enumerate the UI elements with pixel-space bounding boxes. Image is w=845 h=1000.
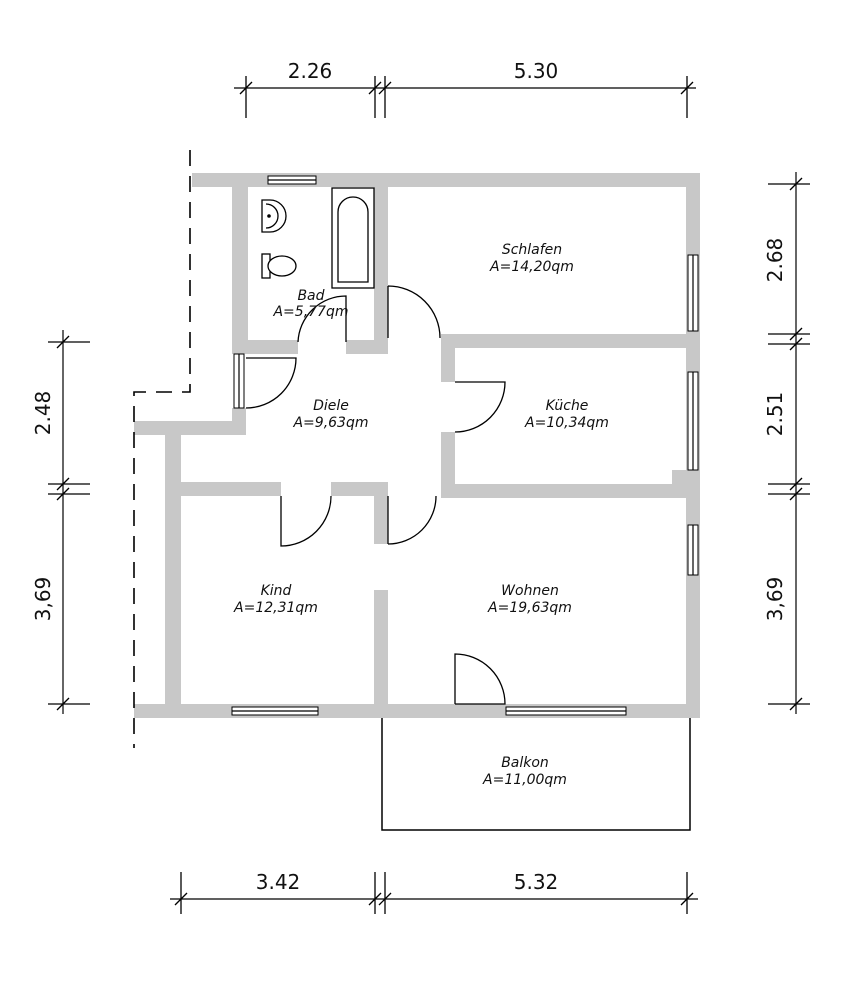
door-kueche: [454, 381, 506, 433]
wall-bath-left: [232, 173, 248, 343]
room-bad-name: Bad: [297, 288, 324, 304]
wall-top: [192, 173, 700, 187]
wall-bath-bottom-b: [346, 340, 388, 354]
room-kind-name: Kind: [261, 583, 292, 599]
window-kind: [231, 706, 319, 716]
toilet-icon: [261, 253, 297, 279]
wall-step: [134, 421, 246, 435]
dashed-outline: [133, 150, 191, 748]
dim-left-1: 2.48: [31, 391, 55, 436]
dimension-left: 2.48 3,69: [31, 330, 90, 714]
room-kueche-name: Küche: [546, 398, 589, 414]
dimension-bottom: 3.42 5.32: [170, 870, 698, 914]
wall-kind-wohnen-b: [374, 590, 388, 718]
door-kind: [280, 495, 332, 547]
balcony-outline: [381, 718, 691, 831]
room-schlafen-area: A=14,20qm: [489, 259, 574, 275]
room-bad-area: A=5,77qm: [272, 304, 348, 320]
dim-top-1: 2.26: [288, 59, 333, 83]
windows: [231, 175, 699, 716]
wall-kueche-left-b: [441, 432, 455, 498]
dim-left-2: 3,69: [31, 577, 55, 622]
room-wohnen-area: A=19,63qm: [487, 600, 572, 616]
room-diele-name: Diele: [313, 398, 349, 414]
door-balkon: [454, 653, 506, 705]
room-kind-area: A=12,31qm: [233, 600, 318, 616]
dim-right-2: 2.51: [763, 392, 787, 437]
wall-kind-wohnen-a: [374, 482, 388, 544]
bathtub-icon: [331, 187, 375, 289]
door-wohnen: [387, 495, 437, 545]
room-diele-area: A=9,63qm: [292, 415, 368, 431]
dim-right-1: 2.68: [763, 238, 787, 283]
dim-bottom-2: 5.32: [514, 870, 559, 894]
wall-bath-right: [374, 187, 388, 342]
window-diele: [233, 353, 245, 409]
doors: [245, 285, 506, 705]
room-balkon-name: Balkon: [501, 755, 549, 771]
door-diele-entrance: [245, 357, 297, 409]
wall-kind-top-a: [165, 482, 281, 496]
dim-top-2: 5.30: [514, 59, 559, 83]
wall-kind-top-b: [331, 482, 388, 496]
walls: [134, 173, 700, 718]
wall-kueche-corner: [672, 470, 700, 498]
window-bath: [267, 175, 317, 185]
sink-icon: [261, 199, 287, 233]
wall-schlafen-bottom: [441, 334, 700, 348]
door-schlafen: [387, 285, 441, 339]
wall-diele-left: [232, 408, 246, 435]
room-schlafen-name: Schlafen: [502, 242, 562, 258]
room-kueche-area: A=10,34qm: [524, 415, 609, 431]
wall-kueche-left-a: [441, 334, 455, 382]
wall-kueche-bottom: [441, 484, 700, 498]
window-wohnen: [687, 524, 699, 576]
window-wohnen-bottom: [505, 706, 627, 716]
dimension-top: 2.26 5.30: [234, 59, 696, 118]
wall-left-lower: [165, 421, 181, 718]
door-bath: [297, 295, 347, 343]
window-kueche: [687, 371, 699, 471]
bath-fixtures: [261, 187, 375, 289]
room-balkon-area: A=11,00qm: [482, 772, 567, 788]
room-wohnen-name: Wohnen: [501, 583, 559, 599]
dimension-right: 2.68 2.51 3,69: [763, 172, 810, 714]
wall-bath-bottom-a: [232, 340, 298, 354]
dim-bottom-1: 3.42: [256, 870, 301, 894]
dim-right-3: 3,69: [763, 577, 787, 622]
room-labels: Bad A=5,77qm Schlafen A=14,20qm Diele A=…: [233, 242, 609, 788]
window-schlafen: [687, 254, 699, 332]
wall-schlafen-left: [374, 173, 388, 193]
